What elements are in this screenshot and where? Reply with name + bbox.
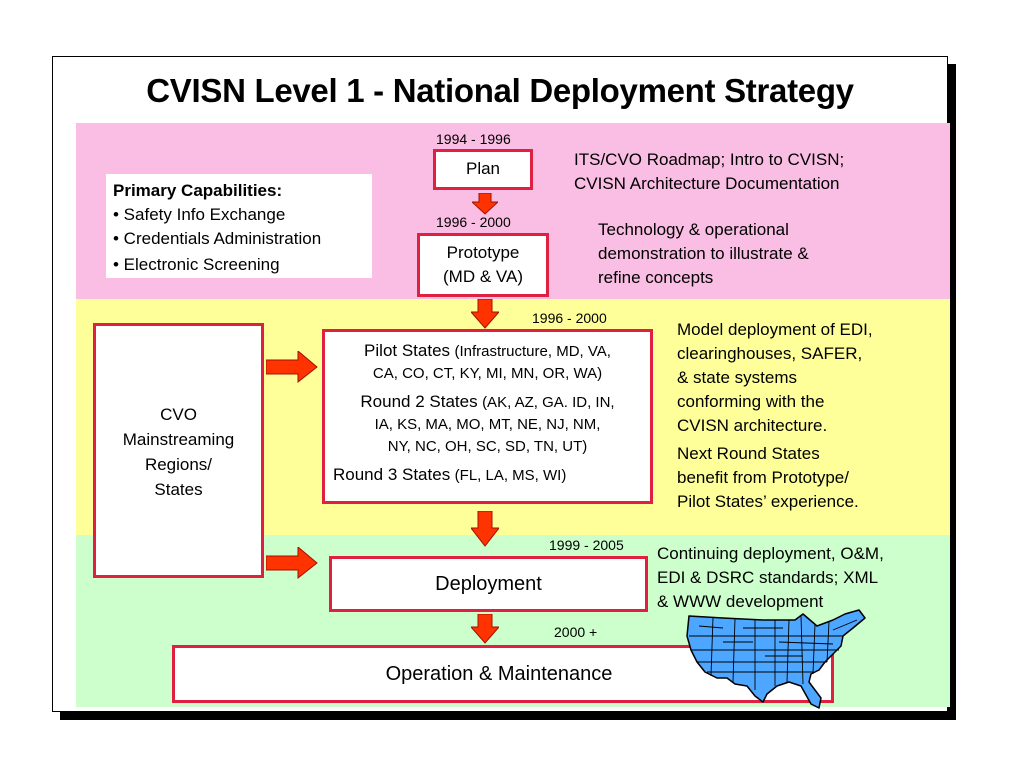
arrow-right-icon: [266, 351, 318, 383]
plan-description-line: CVISN Architecture Documentation: [574, 174, 840, 193]
prototype-date: 1996 - 2000: [436, 214, 511, 230]
arrow-right-icon: [266, 547, 318, 579]
pilot-states-detail: (Infrastructure, MD, VA,: [454, 343, 611, 360]
us-map-icon: [686, 609, 866, 709]
pilot-description-line: benefit from Prototype/: [677, 468, 849, 487]
round2-detail: IA, KS, MA, MO, MT, NE, NJ, NM,: [374, 416, 601, 433]
arrow-down-icon: [472, 193, 498, 215]
deployment-description-line: Continuing deployment, O&M,: [657, 544, 884, 563]
plan-description-line: ITS/CVO Roadmap; Intro to CVISN;: [574, 150, 845, 169]
cvo-label: Regions/: [144, 455, 213, 474]
plan-date: 1994 - 1996: [436, 131, 511, 147]
slide-title: CVISN Level 1 - National Deployment Stra…: [146, 72, 854, 109]
arrow-down-icon: [471, 299, 499, 329]
prototype-description-line: demonstration to illustrate &: [598, 244, 809, 263]
deployment-box: Deployment: [329, 556, 648, 612]
round3-detail: (FL, LA, MS, WI): [454, 467, 567, 484]
round2-detail: NY, NC, OH, SC, SD, TN, UT): [387, 438, 588, 455]
deployment-date: 1999 - 2005: [549, 537, 624, 553]
pilot-description-line: Next Round States: [677, 444, 820, 463]
capability-item: • Credentials Administration: [113, 229, 322, 248]
deployment-description-line: & WWW development: [657, 592, 824, 611]
pilot-date: 1996 - 2000: [532, 310, 607, 326]
prototype-description-line: refine concepts: [598, 268, 714, 287]
pilot-description-line: clearinghouses, SAFER,: [677, 344, 863, 363]
plan-label: Plan: [465, 159, 501, 178]
capability-item: • Electronic Screening: [113, 255, 280, 274]
cvo-label: CVO: [160, 405, 197, 424]
arrow-down-icon: [471, 511, 499, 547]
pilot-states-box: Pilot States (Infrastructure, MD, VA, CA…: [322, 329, 653, 504]
pilot-description-line: conforming with the: [677, 392, 825, 411]
prototype-description: Technology & operational demonstration t…: [598, 218, 809, 290]
cvo-mainstreaming-box: CVO Mainstreaming Regions/ States: [93, 323, 264, 578]
deployment-description: Continuing deployment, O&M, EDI & DSRC s…: [657, 542, 884, 614]
primary-capabilities-box: Primary Capabilities: • Safety Info Exch…: [106, 174, 372, 278]
pilot-description-line: Model deployment of EDI,: [677, 320, 873, 339]
round2-label: Round 2 States: [360, 392, 478, 411]
prototype-box: Prototype (MD & VA): [417, 233, 549, 297]
round3-label: Round 3 States: [333, 465, 451, 484]
operation-label: Operation & Maintenance: [385, 663, 613, 685]
pilot-description: Model deployment of EDI, clearinghouses,…: [677, 318, 873, 514]
pilot-states-detail: CA, CO, CT, KY, MI, MN, OR, WA): [372, 365, 603, 382]
deployment-label: Deployment: [435, 573, 542, 595]
operation-date: 2000 +: [554, 624, 598, 640]
pilot-description-line: CVISN architecture.: [677, 416, 828, 435]
prototype-label: (MD & VA): [443, 267, 523, 286]
pilot-description-line: Pilot States’ experience.: [677, 492, 859, 511]
capabilities-heading: Primary Capabilities:: [113, 181, 283, 200]
prototype-description-line: Technology & operational: [598, 220, 789, 239]
pilot-description-line: & state systems: [677, 368, 797, 387]
round2-detail: (AK, AZ, GA. ID, IN,: [482, 394, 615, 411]
capability-item: • Safety Info Exchange: [113, 205, 286, 224]
prototype-label: Prototype: [446, 243, 520, 262]
cvo-label: Mainstreaming: [122, 430, 235, 449]
plan-description: ITS/CVO Roadmap; Intro to CVISN; CVISN A…: [574, 148, 844, 196]
cvo-label: States: [154, 480, 203, 499]
deployment-description-line: EDI & DSRC standards; XML: [657, 568, 879, 587]
plan-box: Plan: [433, 149, 533, 190]
pilot-states-label: Pilot States: [364, 341, 451, 360]
arrow-down-icon: [471, 614, 499, 644]
